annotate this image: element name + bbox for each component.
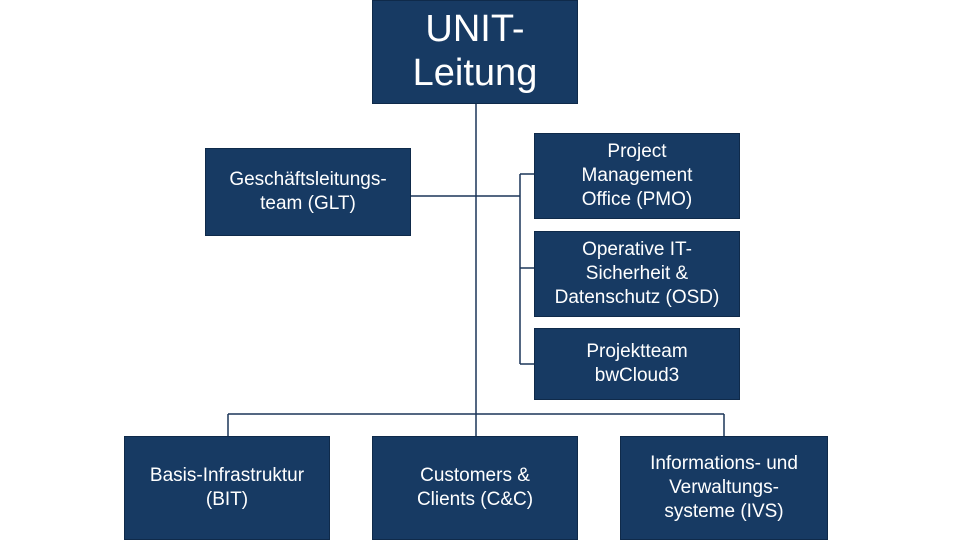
- bit-box: Basis-Infrastruktur (BIT): [124, 436, 330, 540]
- glt-box: Geschäftsleitungs- team (GLT): [205, 148, 411, 236]
- projektteam-box: Projektteam bwCloud3: [534, 328, 740, 400]
- osd-box: Operative IT- Sicherheit & Datenschutz (…: [534, 231, 740, 317]
- unit-leitung-box: UNIT- Leitung: [372, 0, 578, 104]
- cc-box: Customers & Clients (C&C): [372, 436, 578, 540]
- pmo-box: Project Management Office (PMO): [534, 133, 740, 219]
- ivs-box: Informations- und Verwaltungs- systeme (…: [620, 436, 828, 540]
